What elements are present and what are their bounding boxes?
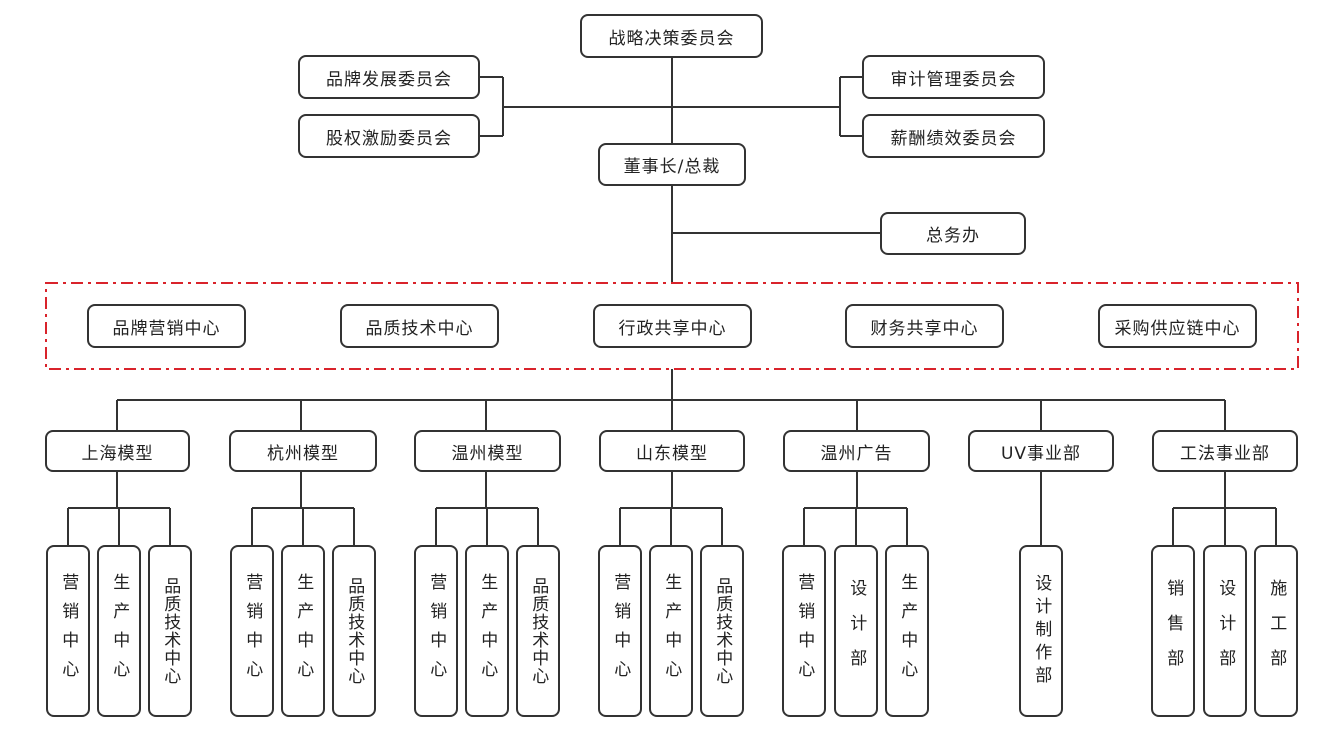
node-unit-3: 温州模型	[414, 430, 561, 472]
node-unit-6: UV事业部	[968, 430, 1114, 472]
node-equity-committee: 股权激励委员会	[298, 114, 480, 158]
node-shared-center-1: 品牌营销中心	[87, 304, 246, 348]
shared-centers-frame	[45, 282, 1299, 370]
node-audit-committee: 审计管理委员会	[862, 55, 1045, 99]
node-shared-center-4: 财务共享中心	[845, 304, 1004, 348]
node-chairman: 董事长/总裁	[598, 143, 746, 186]
node-shared-center-2: 品质技术中心	[340, 304, 499, 348]
node-sub-7-2: 设计部	[1203, 545, 1247, 717]
node-unit-4: 山东模型	[599, 430, 745, 472]
node-sub-5-3: 生产中心	[885, 545, 929, 717]
node-general-office: 总务办	[880, 212, 1026, 255]
node-sub-5-1: 营销中心	[782, 545, 826, 717]
node-sub-1-3: 品质技术中心	[148, 545, 192, 717]
node-sub-3-1: 营销中心	[414, 545, 458, 717]
node-unit-1: 上海模型	[45, 430, 190, 472]
node-brand-committee: 品牌发展委员会	[298, 55, 480, 99]
node-sub-2-3: 品质技术中心	[332, 545, 376, 717]
node-shared-center-3: 行政共享中心	[593, 304, 752, 348]
node-sub-7-1: 销售部	[1151, 545, 1195, 717]
node-shared-center-5: 采购供应链中心	[1098, 304, 1257, 348]
node-strategy-committee: 战略决策委员会	[580, 14, 763, 58]
node-sub-1-1: 营销中心	[46, 545, 90, 717]
node-sub-4-3: 品质技术中心	[700, 545, 744, 717]
node-sub-6-1: 设计制作部	[1019, 545, 1063, 717]
node-sub-7-3: 施工部	[1254, 545, 1298, 717]
node-pay-committee: 薪酬绩效委员会	[862, 114, 1045, 158]
node-sub-2-2: 生产中心	[281, 545, 325, 717]
node-sub-2-1: 营销中心	[230, 545, 274, 717]
node-sub-4-2: 生产中心	[649, 545, 693, 717]
node-unit-7: 工法事业部	[1152, 430, 1298, 472]
node-sub-5-2: 设计部	[834, 545, 878, 717]
node-sub-4-1: 营销中心	[598, 545, 642, 717]
node-sub-1-2: 生产中心	[97, 545, 141, 717]
node-sub-3-3: 品质技术中心	[516, 545, 560, 717]
node-sub-3-2: 生产中心	[465, 545, 509, 717]
node-unit-5: 温州广告	[783, 430, 930, 472]
node-unit-2: 杭州模型	[229, 430, 377, 472]
